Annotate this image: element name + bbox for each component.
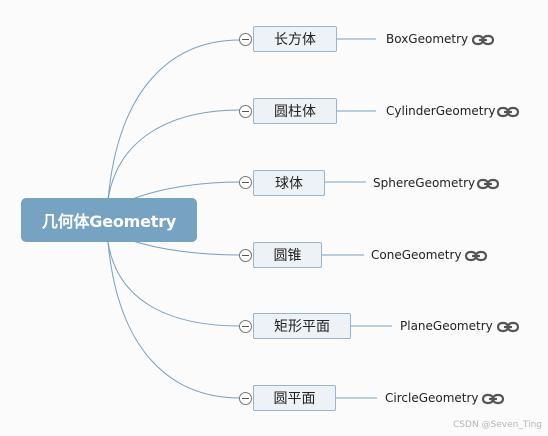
connector-root-to-cone [129, 239, 241, 256]
topic-label: 长方体 [274, 32, 316, 48]
link-icon[interactable] [497, 106, 519, 118]
collapse-toggle[interactable] [239, 249, 252, 262]
root-topic[interactable]: 几何体Geometry [21, 198, 197, 242]
topic-sphere[interactable]: 球体 [253, 170, 325, 196]
topic-cone[interactable]: 圆锥 [253, 242, 322, 268]
connector-root-to-circle [107, 241, 241, 399]
root-topic-label: 几何体Geometry [41, 212, 177, 231]
link-text[interactable]: CylinderGeometry [386, 104, 496, 118]
link-icon[interactable] [472, 34, 494, 46]
collapse-toggle[interactable] [239, 176, 252, 189]
link-text[interactable]: PlaneGeometry [400, 319, 493, 333]
collapse-toggle[interactable] [239, 33, 252, 46]
connector-root-to-box [107, 39, 241, 201]
collapse-toggle[interactable] [239, 105, 252, 118]
topic-cylinder[interactable]: 圆柱体 [253, 98, 337, 124]
link-text[interactable]: SphereGeometry [373, 176, 476, 190]
collapse-toggle[interactable] [239, 320, 252, 333]
topic-label: 矩形平面 [274, 319, 330, 335]
link-icon[interactable] [477, 178, 499, 190]
topic-label: 圆平面 [273, 391, 316, 407]
topic-circle[interactable]: 圆平面 [253, 385, 336, 411]
connector-root-to-plane [107, 241, 241, 327]
link-icon[interactable] [497, 321, 519, 333]
topic-label: 圆柱体 [274, 104, 316, 120]
connector-root-to-cylinder [107, 109, 241, 201]
link-text[interactable]: ConeGeometry [371, 248, 462, 262]
topic-box[interactable]: 长方体 [253, 26, 337, 52]
watermark: CSDN @Seven_Ting [453, 420, 542, 430]
collapse-toggle[interactable] [239, 392, 252, 405]
link-icon[interactable] [465, 250, 487, 262]
link-text[interactable]: CircleGeometry [385, 391, 479, 405]
link-icon[interactable] [482, 393, 504, 405]
topic-label: 圆锥 [273, 248, 302, 264]
topic-label: 球体 [275, 176, 303, 192]
link-text[interactable]: BoxGeometry [386, 32, 469, 46]
topic-plane[interactable]: 矩形平面 [253, 313, 351, 339]
connector-root-to-sphere [129, 181, 241, 201]
